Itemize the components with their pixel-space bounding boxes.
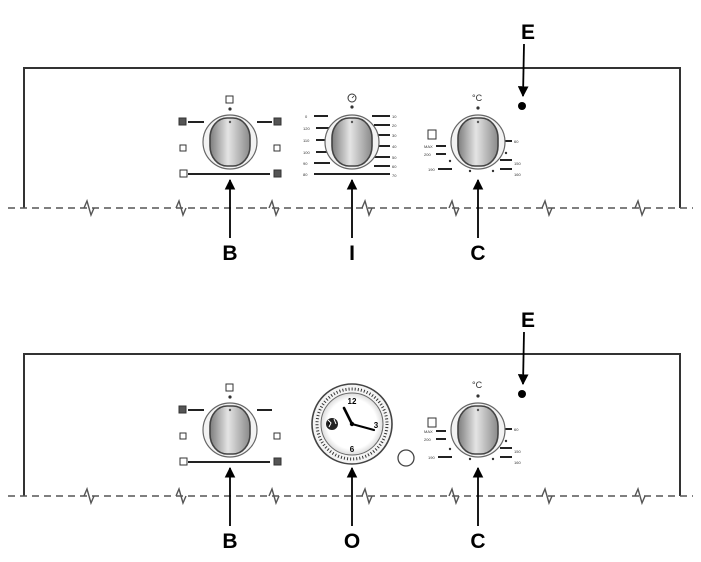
function-symbol <box>179 432 187 440</box>
callout-label-c-bottom: C <box>470 530 485 553</box>
clock-numeral-3: 3 <box>374 421 379 430</box>
timer-scale-label: 20 <box>392 123 397 128</box>
temp-scale-label: 60 <box>514 427 519 432</box>
clock-alarm-icon <box>326 418 338 430</box>
timer-scale-label: 100 <box>303 150 310 155</box>
function-symbol <box>179 457 188 466</box>
timer-scale-left: 0 120 110 100 90 80 <box>303 114 390 177</box>
clock-hour-hand <box>342 406 354 426</box>
top-break-marks <box>83 198 646 218</box>
timer-scale-label: 70 <box>392 173 397 178</box>
timer-scale-label: 90 <box>303 161 308 166</box>
function-symbol <box>273 144 281 152</box>
bottom-panel: 12 3 6 °C MAX 200 190 <box>8 309 693 553</box>
indicator-light-bottom <box>518 390 526 398</box>
temp-scale-label: MAX <box>424 429 433 434</box>
analog-clock: 12 3 6 <box>311 383 393 465</box>
function-symbol <box>178 405 187 414</box>
temp-scale-label: 160 <box>514 172 521 177</box>
function-selector-knob-bottom <box>178 383 282 466</box>
callout-label-b-top: B <box>222 242 237 265</box>
timer-scale-label: 110 <box>303 138 310 143</box>
timer-scale-label: 0 <box>305 114 308 119</box>
temp-scale-label: 60 <box>514 139 519 144</box>
callout-label-b-bottom: B <box>222 530 237 553</box>
temp-scale-label: 160 <box>514 460 521 465</box>
temperature-knob-top: °C MAX 200 190 160 150 60 <box>424 93 521 177</box>
top-panel-outline <box>23 67 681 208</box>
function-symbol-off <box>225 95 234 104</box>
timer-icon <box>347 93 357 103</box>
function-symbol <box>273 117 282 126</box>
timer-scale-label: 30 <box>392 133 397 138</box>
timer-knob: 0 120 110 100 90 80 10 20 30 <box>303 93 397 178</box>
clock-numeral-12: 12 <box>348 397 357 406</box>
callout-arrow-e-top <box>517 43 529 98</box>
top-panel: 0 120 110 100 90 80 10 20 30 <box>8 21 693 265</box>
function-symbol <box>178 117 187 126</box>
temp-scale-label: 150 <box>514 449 521 454</box>
light-symbol <box>427 417 437 428</box>
timer-scale-label: 80 <box>303 172 308 177</box>
callout-label-c-top: C <box>470 242 485 265</box>
callout-label-o: O <box>344 530 360 553</box>
function-symbol <box>273 432 281 440</box>
function-symbol-off <box>225 383 234 392</box>
callout-arrow-e-bottom <box>517 331 529 386</box>
temp-scale-label: 200 <box>424 152 431 157</box>
light-symbol <box>427 129 437 140</box>
temp-scale-label: 200 <box>424 437 431 442</box>
thermometer-icon: °C <box>472 380 483 390</box>
clock-adjust-button <box>397 449 415 467</box>
temp-scale-label: 190 <box>428 167 435 172</box>
callout-label-i: I <box>349 242 355 265</box>
timer-scale-label: 50 <box>392 155 397 160</box>
callout-label-e-bottom: E <box>521 309 535 332</box>
timer-scale-label: 10 <box>392 114 397 119</box>
timer-scale-label: 60 <box>392 164 397 169</box>
timer-scale-label: 120 <box>303 126 310 131</box>
function-symbol <box>273 169 282 178</box>
function-symbol <box>179 169 188 178</box>
temperature-knob-bottom: °C MAX 200 190 160 150 60 <box>424 380 521 465</box>
clock-numeral-6: 6 <box>350 445 355 454</box>
callout-label-e-top: E <box>521 21 535 44</box>
thermometer-icon: °C <box>472 93 483 103</box>
timer-scale-label: 40 <box>392 144 397 149</box>
clock-minute-hand <box>350 422 376 432</box>
function-symbol <box>179 144 187 152</box>
bottom-panel-outline <box>23 353 681 496</box>
temp-scale-label: MAX <box>424 144 433 149</box>
function-selector-knob-top <box>178 95 282 178</box>
bottom-break-marks <box>83 486 646 506</box>
indicator-light-top <box>518 102 526 110</box>
temp-scale-label: 150 <box>514 161 521 166</box>
temp-scale-label: 190 <box>428 455 435 460</box>
function-symbol <box>273 457 282 466</box>
timer-scale-right: 10 20 30 40 50 60 70 <box>372 114 397 178</box>
